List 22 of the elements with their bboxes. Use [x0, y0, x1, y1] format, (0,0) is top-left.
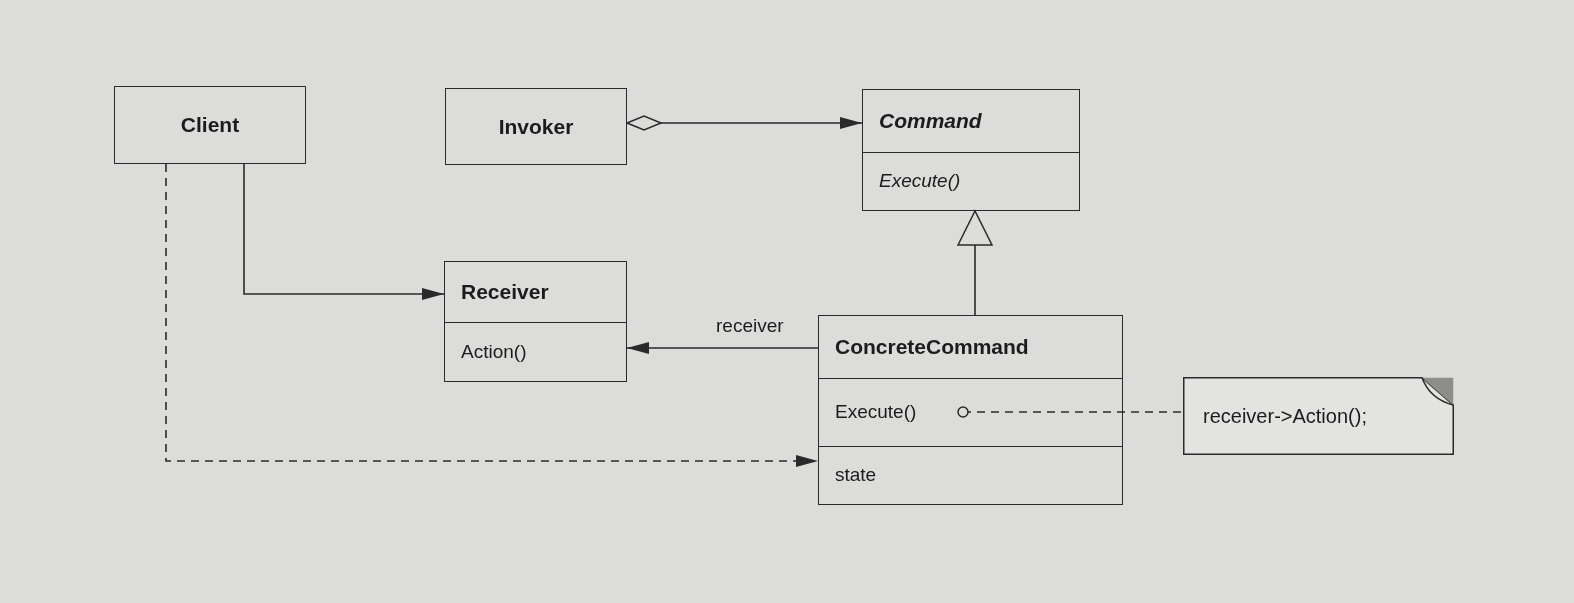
dashed-arrow	[165, 163, 819, 467]
class-box	[445, 88, 627, 165]
class-name: ConcreteCommand	[835, 334, 1029, 361]
arrow	[626, 342, 819, 354]
class-member: state	[835, 463, 877, 488]
class-member: Action()	[461, 339, 527, 364]
note-text: receiver->Action();	[1203, 404, 1367, 429]
class-name: Client	[180, 112, 240, 139]
class-box	[862, 89, 1080, 211]
class-member: Execute()	[879, 169, 961, 194]
class-member: Execute()	[835, 400, 917, 425]
arrow	[243, 163, 445, 300]
edge-label: receiver	[714, 316, 786, 335]
arrow	[626, 115, 863, 131]
class-box	[818, 315, 1123, 505]
class-name: Invoker	[498, 113, 574, 140]
note-box	[1183, 377, 1454, 455]
class-box	[444, 261, 627, 382]
arrow	[957, 210, 993, 316]
class-name: Receiver	[461, 279, 549, 306]
class-box	[114, 86, 306, 164]
class-name: Command	[879, 108, 982, 135]
